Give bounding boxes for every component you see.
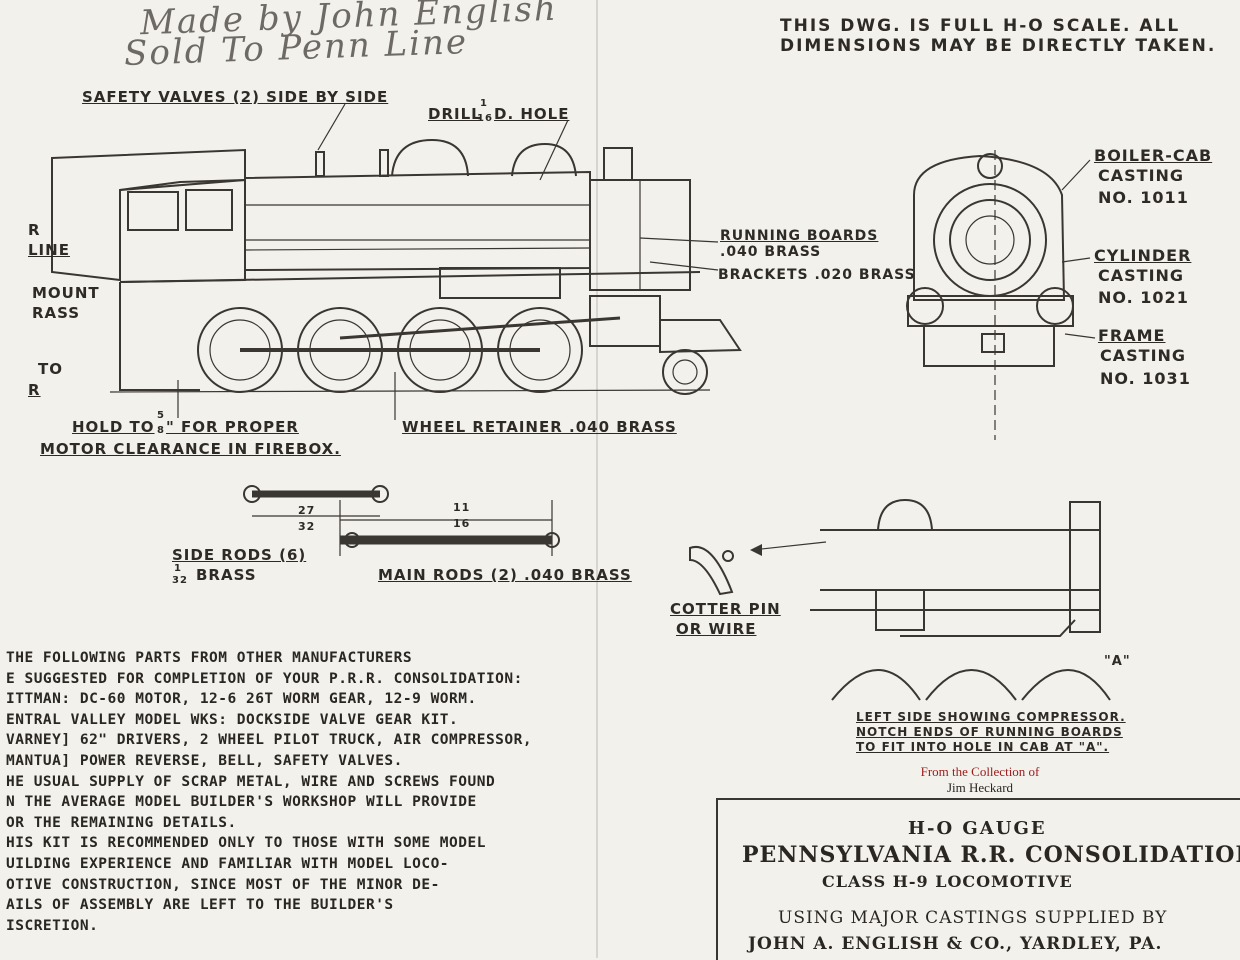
title-railroad: PENNSYLVANIA R.R. CONSOLIDATION	[742, 842, 1240, 868]
parts-note-line: E SUGGESTED FOR COMPLETION OF YOUR P.R.R…	[6, 670, 523, 687]
parts-note: THE FOLLOWING PARTS FROM OTHER MANUFACTU…	[6, 648, 646, 936]
label-left-to: TO	[38, 360, 63, 378]
label-boiler-cab-3: NO. 1011	[1098, 188, 1189, 207]
title-gauge: H-O GAUGE	[908, 818, 1047, 839]
label-left-r: R	[28, 221, 41, 239]
parts-note-line: HE USUAL SUPPLY OF SCRAP METAL, WIRE AND…	[6, 773, 496, 790]
label-hold-num: 5	[157, 410, 165, 421]
label-left-rass: RASS	[32, 304, 81, 322]
label-left-r2: R	[28, 381, 41, 399]
parts-note-line: ITTMAN: DC-60 MOTOR, 12-6 26T WORM GEAR,…	[6, 691, 477, 708]
title-block: H-O GAUGE PENNSYLVANIA R.R. CONSOLIDATIO…	[716, 798, 1240, 960]
label-dim-11-den: 16	[453, 517, 471, 530]
label-cylinder-2: CASTING	[1098, 266, 1185, 285]
scale-note-line2: DIMENSIONS MAY BE DIRECTLY TAKEN.	[780, 36, 1217, 56]
label-dim-27-num: 27	[298, 504, 316, 517]
scale-note-line1: THIS DWG. IS FULL H-O SCALE. ALL	[780, 16, 1181, 36]
label-boiler-cab-1: BOILER-CAB	[1094, 146, 1213, 165]
label-drill-suffix: D. HOLE	[494, 105, 570, 123]
label-motor-clearance: MOTOR CLEARANCE IN FIREBOX.	[40, 440, 341, 458]
page-fold-line	[596, 0, 598, 958]
label-running-boards-material: .040 BRASS	[720, 244, 822, 260]
parts-note-line: OTIVE CONSTRUCTION, SINCE MOST OF THE MI…	[6, 876, 440, 893]
label-drill-num: 1	[480, 98, 488, 109]
label-left-line: LINE	[28, 241, 70, 259]
compressor-caption-1: LEFT SIDE SHOWING COMPRESSOR.	[856, 710, 1126, 724]
parts-note-line: VARNEY] 62" DRIVERS, 2 WHEEL PILOT TRUCK…	[6, 732, 533, 749]
label-safety-valves: SAFETY VALVES (2) SIDE BY SIDE	[82, 88, 389, 106]
parts-note-line: ISCRETION.	[6, 917, 99, 934]
parts-note-line: ENTRAL VALLEY MODEL WKS: DOCKSIDE VALVE …	[6, 711, 459, 728]
parts-note-line: THE FOLLOWING PARTS FROM OTHER MANUFACTU…	[6, 650, 413, 666]
label-frame-2: CASTING	[1100, 346, 1187, 365]
title-supplier: JOHN A. ENGLISH & CO., YARDLEY, PA.	[748, 934, 1163, 954]
label-wheel-retainer: WHEEL RETAINER .040 BRASS	[402, 418, 677, 436]
parts-note-line: OR THE REMAINING DETAILS.	[6, 814, 237, 831]
parts-note-line: MANTUA] POWER REVERSE, BELL, SAFETY VALV…	[6, 752, 403, 769]
parts-note-line: N THE AVERAGE MODEL BUILDER'S WORKSHOP W…	[6, 794, 477, 811]
compressor-side-view	[689, 498, 1111, 701]
label-side-rods-num: 1	[174, 563, 182, 574]
collection-credit: From the Collection of Jim Heckard	[880, 764, 1080, 796]
label-brackets: BRACKETS .020 BRASS	[718, 267, 916, 283]
label-point-a: "A"	[1104, 654, 1131, 669]
label-cylinder-3: NO. 1021	[1098, 288, 1189, 307]
parts-note-line: UILDING EXPERIENCE AND FAMILIAR WITH MOD…	[6, 855, 450, 872]
label-hold-den: 8	[157, 425, 165, 436]
label-side-rods-material: BRASS	[196, 566, 257, 584]
parts-note-line: HIS KIT IS RECOMMENDED ONLY TO THOSE WIT…	[6, 835, 486, 852]
label-drill-den: 16	[477, 113, 493, 124]
label-side-rods: SIDE RODS (6)	[172, 546, 307, 564]
label-frame-1: FRAME	[1098, 326, 1166, 345]
front-view-locomotive	[906, 150, 1096, 440]
side-view-locomotive	[51, 103, 742, 420]
rod-drawings	[243, 485, 560, 556]
compressor-caption-3: TO FIT INTO HOLE IN CAB AT "A".	[856, 740, 1110, 754]
label-dim-27-den: 32	[298, 520, 316, 533]
label-hold-to-2: " FOR PROPER	[166, 418, 299, 436]
label-drill: DRILL	[428, 105, 482, 123]
parts-note-line: AILS OF ASSEMBLY ARE LEFT TO THE BUILDER…	[6, 897, 394, 914]
label-or-wire: OR WIRE	[676, 620, 757, 638]
label-frame-3: NO. 1031	[1100, 369, 1191, 388]
label-cotter-pin: COTTER PIN	[670, 600, 781, 618]
label-cylinder-1: CYLINDER	[1094, 246, 1192, 265]
label-main-rods: MAIN RODS (2) .040 BRASS	[378, 566, 632, 584]
label-hold-to: HOLD TO	[72, 418, 155, 436]
label-left-mount: MOUNT	[32, 284, 100, 302]
title-class: CLASS H-9 LOCOMOTIVE	[822, 872, 1073, 891]
collection-line2: Jim Heckard	[946, 780, 1014, 795]
title-castings: USING MAJOR CASTINGS SUPPLIED BY	[778, 908, 1168, 928]
collection-line1: From the Collection of	[920, 764, 1040, 779]
label-dim-11-num: 11	[453, 501, 471, 514]
label-side-rods-den: 32	[172, 575, 188, 586]
compressor-caption-2: NOTCH ENDS OF RUNNING BOARDS	[856, 725, 1123, 739]
label-running-boards: RUNNING BOARDS	[720, 228, 879, 244]
label-boiler-cab-2: CASTING	[1098, 166, 1185, 185]
